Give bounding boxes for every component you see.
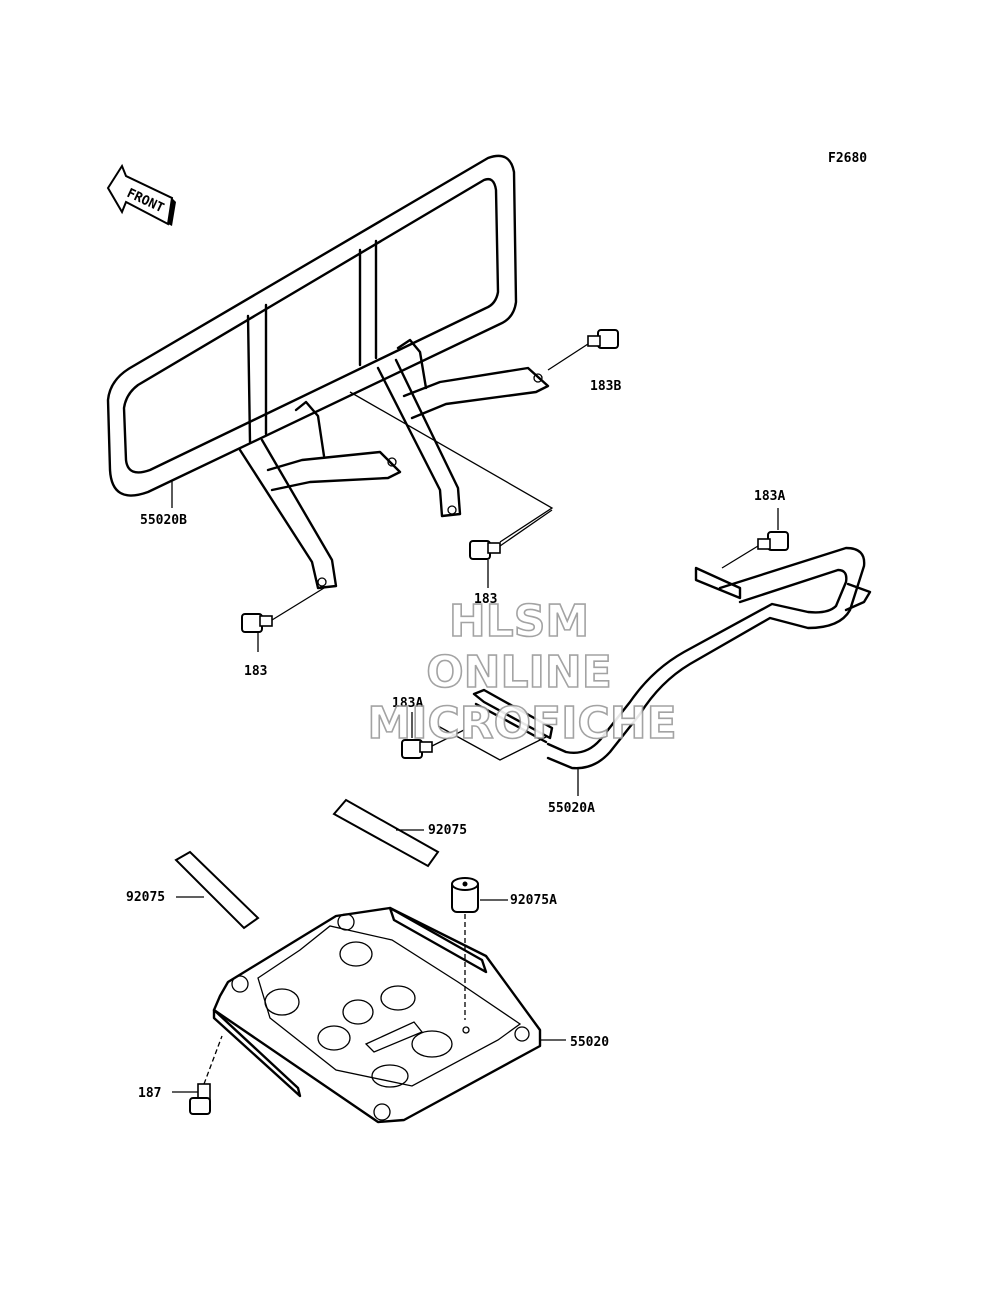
watermark-line-2: ONLINE: [426, 647, 612, 698]
label-183-left: 183: [244, 664, 267, 679]
label-183-center: 183: [474, 592, 497, 607]
skid-plate-55020: [212, 906, 566, 1124]
label-183a-left: 183A: [392, 696, 423, 711]
figure-code: F2680: [828, 151, 867, 166]
label-92075-upper: 92075: [428, 823, 467, 838]
front-arrow-icon: FRONT: [106, 163, 176, 226]
watermark: HLSM ONLINE MICROFICHE: [367, 595, 678, 750]
label-55020a: 55020A: [548, 801, 595, 816]
pad-left-92075: [174, 850, 260, 930]
bolt-183a-right-icon: [721, 508, 789, 569]
label-183b: 183B: [590, 379, 621, 394]
bolt-183-center-icon: [469, 509, 553, 588]
label-187: 187: [138, 1086, 161, 1101]
bolt-183a-left-icon: [401, 712, 465, 759]
bolt-183b-icon: [547, 329, 619, 371]
damper-92075a: [451, 877, 508, 1020]
pad-upper-92075: [332, 798, 440, 868]
label-92075a: 92075A: [510, 893, 557, 908]
label-183a-right: 183A: [754, 489, 785, 504]
front-guard-55020a: [437, 546, 872, 770]
watermark-line-1: HLSM: [449, 596, 589, 647]
watermark-line-3: MICROFICHE: [367, 698, 676, 749]
label-55020: 55020: [570, 1035, 609, 1050]
rear-guard-55020b: [106, 154, 554, 590]
bolt-187-icon: [172, 1035, 223, 1115]
label-92075-left: 92075: [126, 890, 165, 905]
label-55020b: 55020B: [140, 513, 187, 528]
bolt-183-left-icon: [241, 587, 325, 652]
